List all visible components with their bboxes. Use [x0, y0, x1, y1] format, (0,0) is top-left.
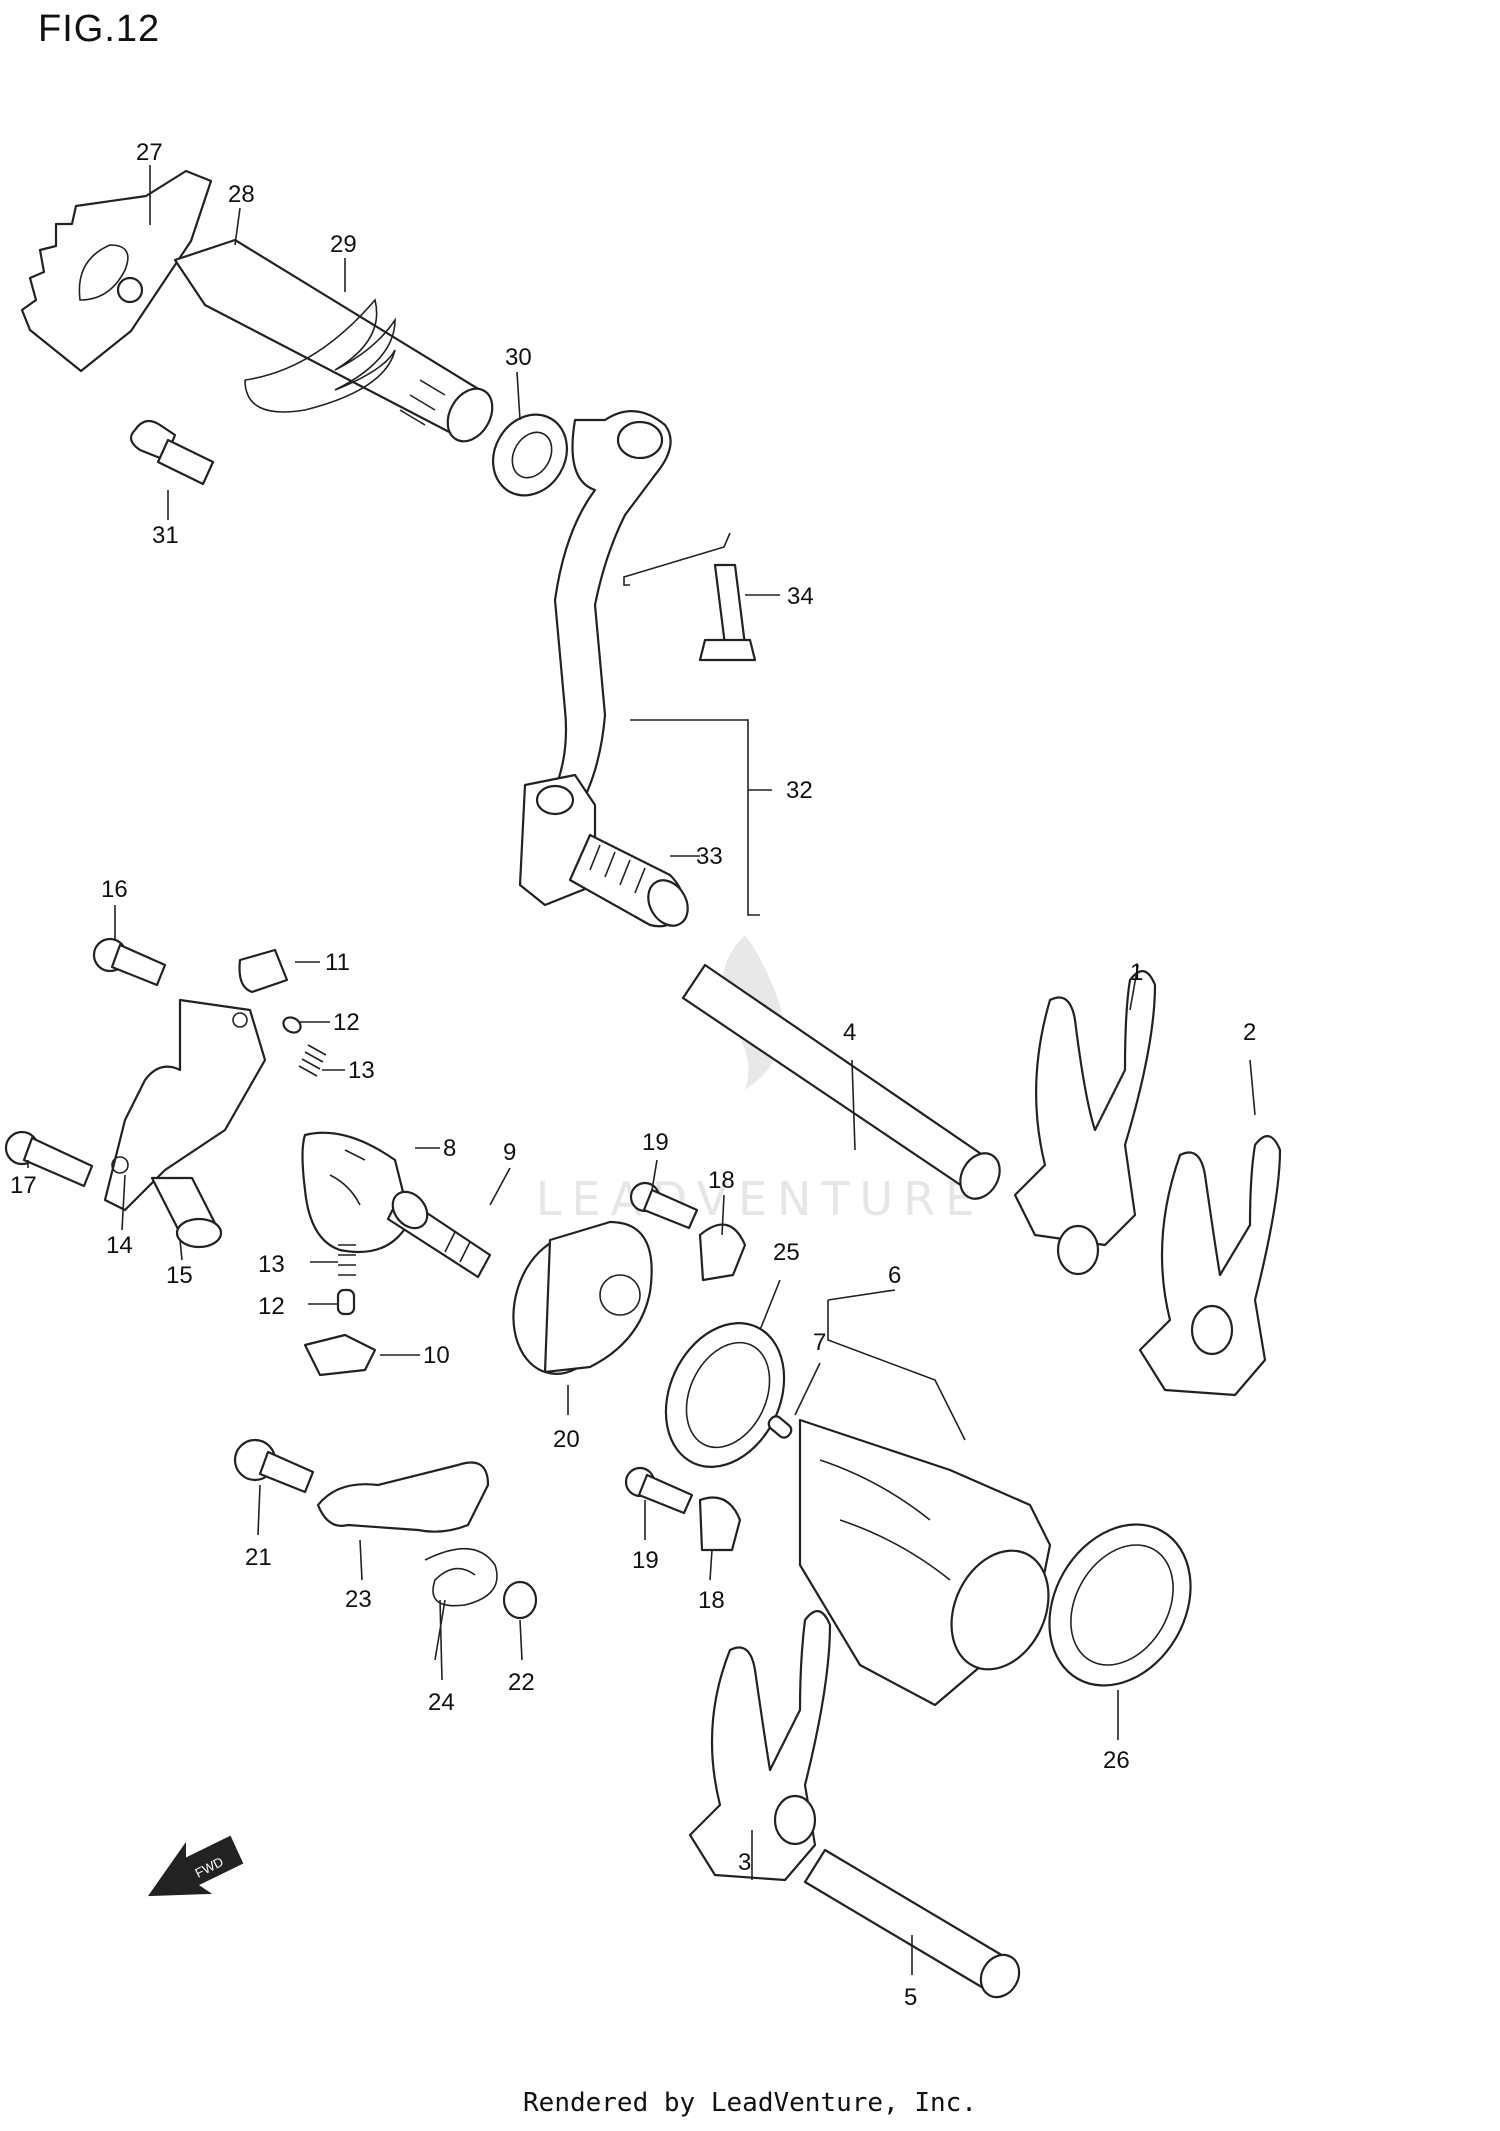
- watermark: LEADVENTURE: [536, 935, 985, 1226]
- part-7-pin: [767, 1415, 793, 1439]
- part-30-oil-seal: [492, 413, 568, 497]
- figure-title: FIG.12: [38, 8, 161, 50]
- part-28-shift-shaft: [173, 238, 494, 443]
- part-4-fork-shaft: [681, 963, 1001, 1200]
- callout-29: 29: [330, 231, 357, 258]
- callout-30: 30: [505, 344, 532, 371]
- callout-5: 5: [904, 1984, 917, 2011]
- callout-15: 15: [166, 1262, 193, 1289]
- part-10-pawl: [303, 1333, 377, 1377]
- part-1-shift-fork: [1013, 970, 1157, 1276]
- part-2-shift-fork: [1138, 1135, 1282, 1397]
- callout-labels: 1 2 3 4 5 6 7 8 9 10 11 12 12 13 13 14 1…: [10, 139, 1256, 2011]
- callout-13-lower: 13: [258, 1251, 285, 1278]
- callout-31: 31: [152, 522, 179, 549]
- callout-3: 3: [738, 1849, 751, 1876]
- callout-20: 20: [553, 1426, 580, 1453]
- part-14-stopper-plate: [103, 998, 267, 1212]
- render-credit-footer: Rendered by LeadVenture, Inc.: [523, 2088, 977, 2118]
- callout-21: 21: [245, 1544, 272, 1571]
- callout-34: 34: [787, 583, 814, 610]
- callout-11: 11: [325, 949, 350, 976]
- part-27-shift-segment: [20, 169, 213, 373]
- callout-27: 27: [136, 139, 163, 166]
- part-5-fork-shaft: [803, 1848, 1021, 1999]
- part-24-spring: [424, 1547, 498, 1661]
- leader-lines: [27, 165, 1256, 1975]
- callout-19-lower: 19: [632, 1547, 659, 1574]
- part-8-shift-cam: [301, 1131, 412, 1254]
- part-3-shift-fork: [688, 1610, 832, 1882]
- part-25-bearing: [664, 1322, 786, 1468]
- callout-2: 2: [1243, 1019, 1256, 1046]
- part-17-bolt: [4, 1130, 94, 1188]
- callout-28: 28: [228, 181, 255, 208]
- callout-14: 14: [106, 1232, 133, 1259]
- callout-10: 10: [423, 1342, 450, 1369]
- part-22-washer: [502, 1580, 538, 1620]
- callout-16: 16: [101, 876, 128, 903]
- part-15-collar: [150, 1176, 223, 1249]
- callout-17: 17: [10, 1172, 37, 1199]
- part-9-cam-pin: [386, 1190, 492, 1279]
- part-26-bearing: [1048, 1523, 1192, 1687]
- part-18-plate-upper: [698, 1223, 747, 1282]
- callout-1: 1: [1130, 959, 1143, 986]
- part-13-spring-upper: [298, 1044, 327, 1077]
- fwd-arrow-icon: FWD: [148, 1835, 244, 1897]
- part-16-screw: [92, 937, 167, 987]
- part-33-footpeg-rubber: [568, 833, 689, 928]
- part-19-bolt-lower: [624, 1466, 694, 1515]
- part-18-plate-lower: [698, 1496, 742, 1552]
- callout-19-upper: 19: [642, 1129, 669, 1156]
- part-31-bolt: [129, 419, 215, 486]
- callout-18-upper: 18: [708, 1167, 735, 1194]
- part-12-pin-lower: [336, 1288, 356, 1316]
- callout-9: 9: [503, 1139, 516, 1166]
- callout-23: 23: [345, 1586, 372, 1613]
- watermark-text: LEADVENTURE: [536, 1172, 985, 1226]
- callout-7: 7: [813, 1329, 826, 1356]
- callout-6: 6: [888, 1262, 901, 1289]
- callout-24: 24: [428, 1689, 455, 1716]
- part-13-spring-lower: [338, 1244, 356, 1276]
- part-11-plate: [238, 948, 289, 994]
- callout-8: 8: [443, 1135, 456, 1162]
- callout-33: 33: [696, 843, 723, 870]
- part-29-return-spring: [244, 298, 396, 413]
- part-23-stopper-arm: [316, 1461, 490, 1533]
- callout-4: 4: [843, 1019, 856, 1046]
- part-21-bolt: [233, 1438, 315, 1494]
- callout-22: 22: [508, 1669, 535, 1696]
- callout-25: 25: [773, 1239, 800, 1266]
- part-34-bolt: [623, 532, 757, 662]
- callout-32: 32: [786, 777, 813, 804]
- callout-26: 26: [1103, 1747, 1130, 1774]
- part-20-cam-driven-gear: [512, 1220, 653, 1375]
- part-6-gearshift-cam: [798, 1418, 1052, 1707]
- callout-18-lower: 18: [698, 1587, 725, 1614]
- callout-12-upper: 12: [333, 1009, 360, 1036]
- callout-12-lower: 12: [258, 1293, 285, 1320]
- part-12-pin-upper: [282, 1016, 302, 1034]
- callout-13-upper: 13: [348, 1057, 375, 1084]
